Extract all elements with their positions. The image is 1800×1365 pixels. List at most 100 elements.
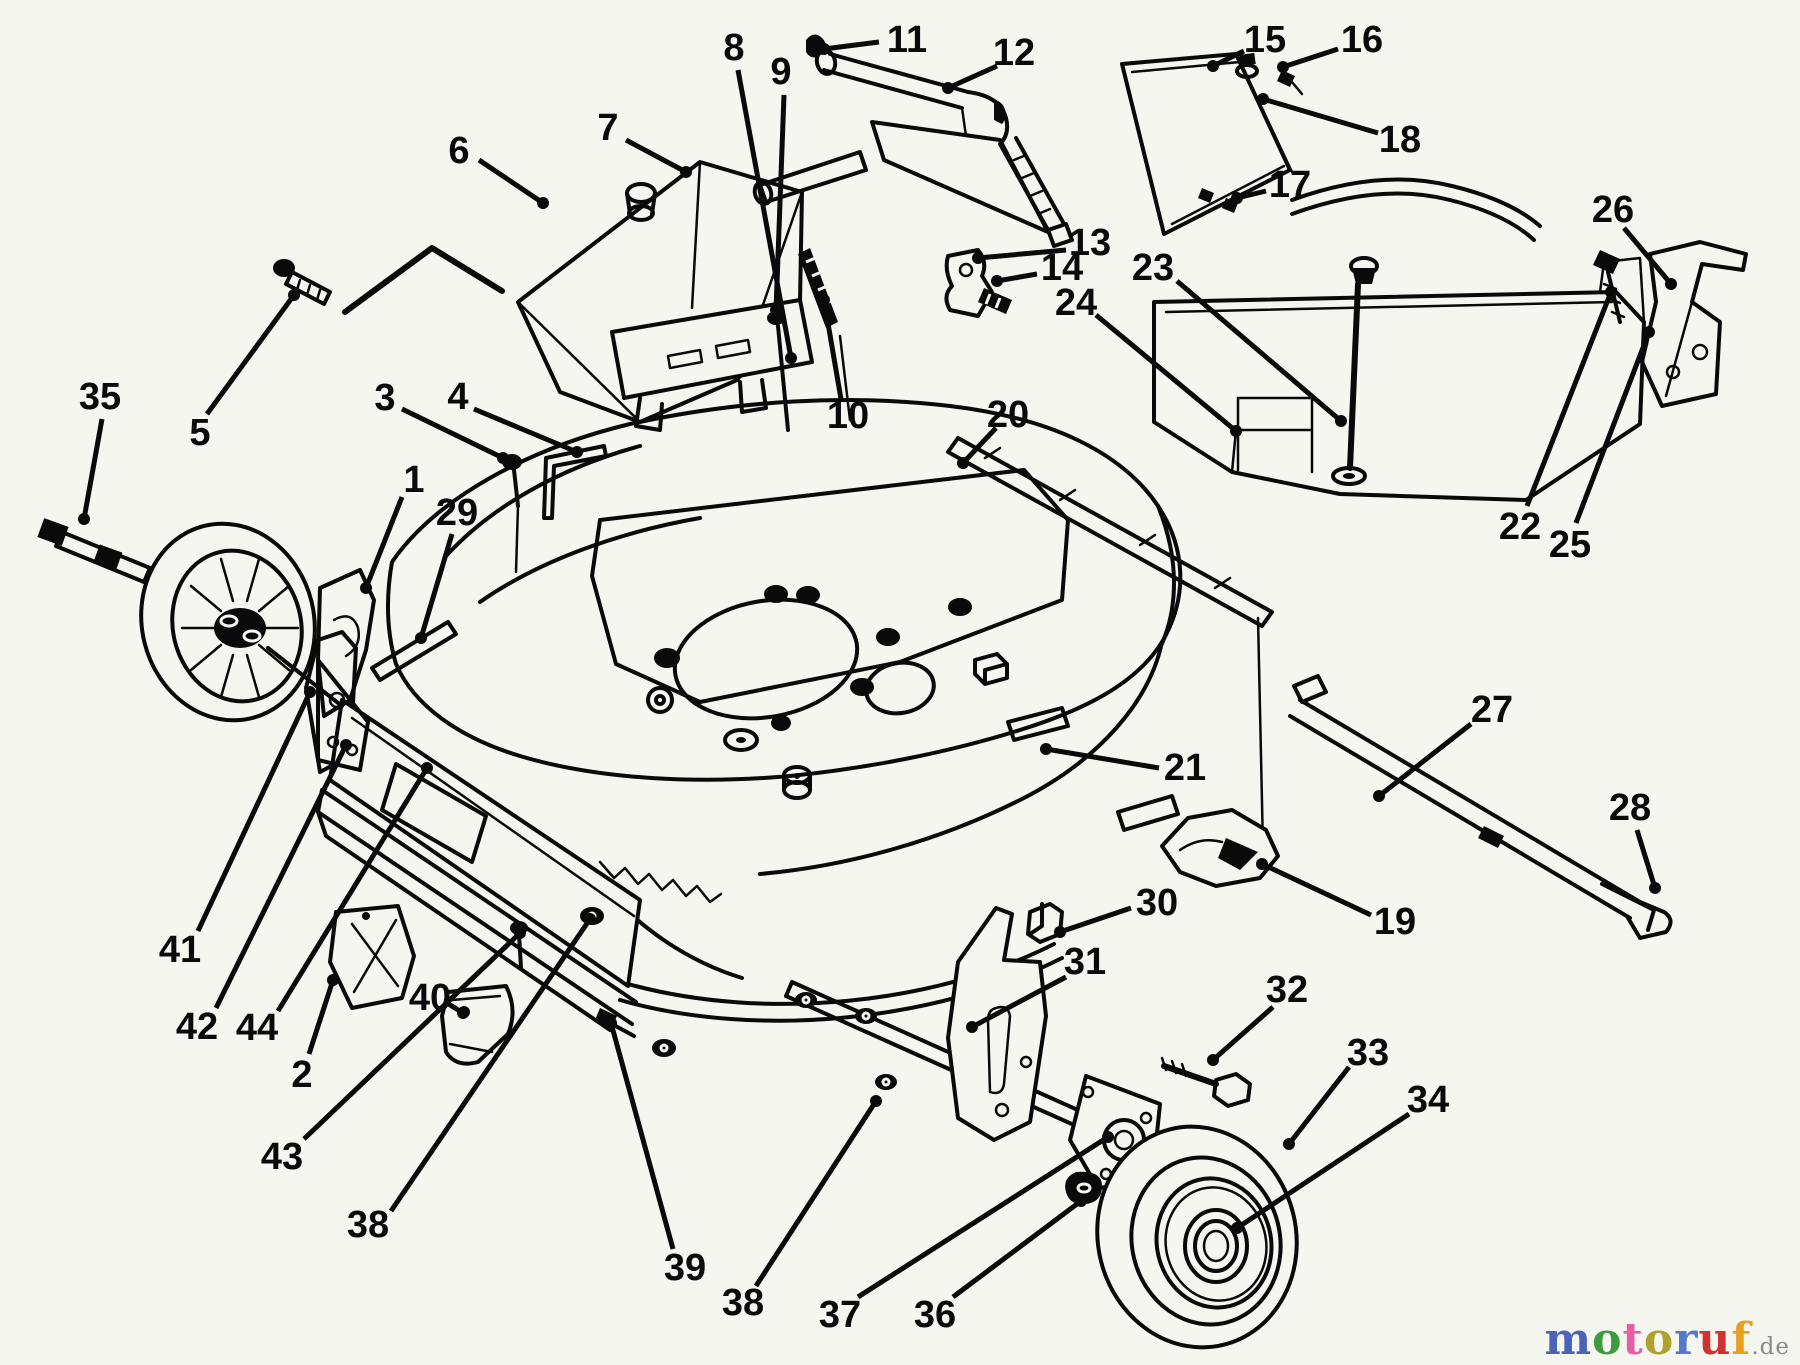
leader-line-42 — [213, 743, 349, 1010]
leader-dot-2 — [327, 974, 339, 986]
part-number-34: 34 — [1407, 1079, 1449, 1121]
leader-line-7 — [624, 137, 688, 175]
part-number-35: 35 — [79, 376, 121, 418]
part-number-12: 12 — [993, 32, 1035, 74]
leader-dot-21 — [1040, 743, 1052, 755]
leader-dot-20 — [957, 457, 969, 469]
deck-housing — [304, 398, 1274, 1032]
part-number-38: 38 — [722, 1282, 764, 1324]
leader-dot-28 — [1649, 882, 1661, 894]
leader-line-28 — [1634, 829, 1658, 889]
leader-dot-4 — [571, 446, 583, 458]
motoruf-letter: t — [1622, 1314, 1644, 1365]
part-number-13: 13 — [1069, 222, 1111, 264]
part-number-24: 24 — [1055, 282, 1097, 324]
part-number-4: 4 — [447, 376, 468, 418]
leader-dot-30 — [1054, 926, 1066, 938]
leader-dot-16 — [1277, 61, 1289, 73]
leader-dot-5 — [288, 289, 300, 301]
leader-dot-7 — [680, 166, 692, 178]
part-number-28: 28 — [1609, 787, 1651, 829]
leader-dot-31 — [966, 1021, 978, 1033]
part-number-17: 17 — [1269, 164, 1311, 206]
leader-dot-3 — [497, 452, 509, 464]
motoruf-letter: f — [1731, 1314, 1752, 1365]
leader-line-4 — [473, 406, 578, 455]
part-number-10: 10 — [827, 395, 869, 437]
part-number-40: 40 — [409, 977, 451, 1019]
leader-line-10 — [821, 299, 844, 400]
leader-line-5 — [204, 293, 297, 416]
rear-axle-assembly — [595, 906, 1252, 1205]
leader-dot-38 — [870, 1095, 882, 1107]
part-number-38: 38 — [347, 1204, 389, 1246]
motoruf-letter: u — [1698, 1314, 1732, 1365]
leader-line-38 — [388, 917, 593, 1213]
leader-dot-43 — [514, 927, 526, 939]
motoruf-letter: o — [1643, 1314, 1675, 1365]
part-number-25: 25 — [1549, 524, 1591, 566]
leader-dot-18 — [1257, 93, 1269, 105]
leader-dot-1 — [360, 582, 372, 594]
part-number-20: 20 — [987, 394, 1029, 436]
leader-dot-13 — [972, 252, 984, 264]
leader-line-39 — [608, 1022, 676, 1250]
leader-dot-44 — [421, 762, 433, 774]
part-number-41: 41 — [159, 929, 201, 971]
leader-line-41 — [195, 690, 313, 933]
leader-dot-34 — [1231, 1222, 1243, 1234]
part-number-31: 31 — [1064, 941, 1106, 983]
leader-line-23 — [1175, 279, 1343, 423]
leader-line-25 — [1573, 331, 1652, 524]
leader-dot-23 — [1335, 415, 1347, 427]
chute-panel — [1120, 52, 1542, 242]
part-number-37: 37 — [819, 1294, 861, 1336]
leader-dot-22 — [1605, 286, 1617, 298]
part-number-11: 11 — [887, 19, 927, 61]
leader-dot-8 — [785, 352, 797, 364]
part-number-26: 26 — [1592, 189, 1634, 231]
rear-wheel — [1095, 1124, 1299, 1350]
leader-line-9 — [773, 94, 787, 311]
leader-line-36 — [951, 1199, 1083, 1299]
leader-dot-14 — [991, 275, 1003, 287]
leader-line-21 — [1045, 746, 1160, 771]
motoruf-logo-suffix: .de — [1751, 1334, 1790, 1360]
leader-line-12 — [946, 63, 999, 91]
leader-line-14 — [996, 271, 1038, 284]
leader-line-35 — [81, 418, 105, 520]
leader-dot-39 — [605, 1017, 617, 1029]
leader-dot-42 — [340, 739, 352, 751]
leader-line-26 — [1622, 226, 1673, 286]
discharge-cover — [1152, 256, 1646, 502]
leader-line-31 — [970, 974, 1068, 1030]
part-number-21: 21 — [1164, 747, 1206, 789]
leader-dot-40 — [457, 1007, 469, 1019]
part-number-32: 32 — [1266, 969, 1308, 1011]
leader-dot-11 — [818, 43, 830, 55]
part-number-39: 39 — [664, 1247, 706, 1289]
leader-line-43 — [302, 931, 522, 1141]
leader-line-32 — [1211, 1005, 1275, 1062]
leader-dot-10 — [818, 294, 830, 306]
part-number-43: 43 — [261, 1136, 303, 1178]
leader-line-37 — [856, 1134, 1110, 1300]
part-number-5: 5 — [189, 412, 210, 454]
leader-line-6 — [477, 157, 545, 206]
part-number-23: 23 — [1132, 247, 1174, 289]
leader-dot-29 — [415, 632, 427, 644]
part-number-1: 1 — [403, 459, 424, 501]
part-number-36: 36 — [914, 1294, 956, 1336]
motoruf-letter: r — [1674, 1314, 1699, 1365]
top-cover-assembly — [273, 160, 852, 432]
leader-dot-37 — [1102, 1131, 1114, 1143]
part-number-3: 3 — [374, 377, 395, 419]
leader-dot-12 — [942, 82, 954, 94]
leader-dot-26 — [1665, 278, 1677, 290]
leader-line-38 — [753, 1099, 879, 1288]
motoruf-letter: o — [1592, 1314, 1623, 1365]
right-side-parts — [1026, 616, 1673, 944]
part-number-22: 22 — [1499, 506, 1541, 548]
